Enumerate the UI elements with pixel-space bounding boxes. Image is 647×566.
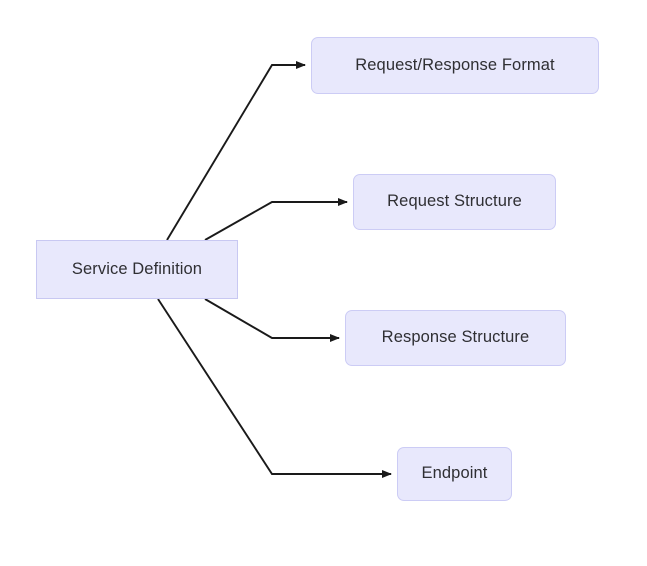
node-service-definition[interactable]: Service Definition	[36, 240, 238, 299]
edge-service-definition-to-request-structure	[204, 198, 348, 241]
edge-service-definition-to-response-structure	[204, 298, 340, 342]
node-request-structure-label: Request Structure	[387, 192, 522, 211]
node-endpoint[interactable]: Endpoint	[397, 447, 512, 501]
node-request-response-format-label: Request/Response Format	[355, 55, 555, 74]
node-service-definition-label: Service Definition	[71, 259, 203, 278]
node-request-structure[interactable]: Request Structure	[353, 174, 556, 230]
edge-service-definition-to-endpoint	[157, 298, 392, 478]
node-endpoint-label: Endpoint	[421, 464, 488, 483]
node-request-response-format[interactable]: Request/Response Format	[311, 37, 599, 94]
edge-service-definition-to-request-response-format	[166, 61, 306, 241]
node-response-structure[interactable]: Response Structure	[345, 310, 566, 366]
node-response-structure-label: Response Structure	[381, 328, 530, 347]
